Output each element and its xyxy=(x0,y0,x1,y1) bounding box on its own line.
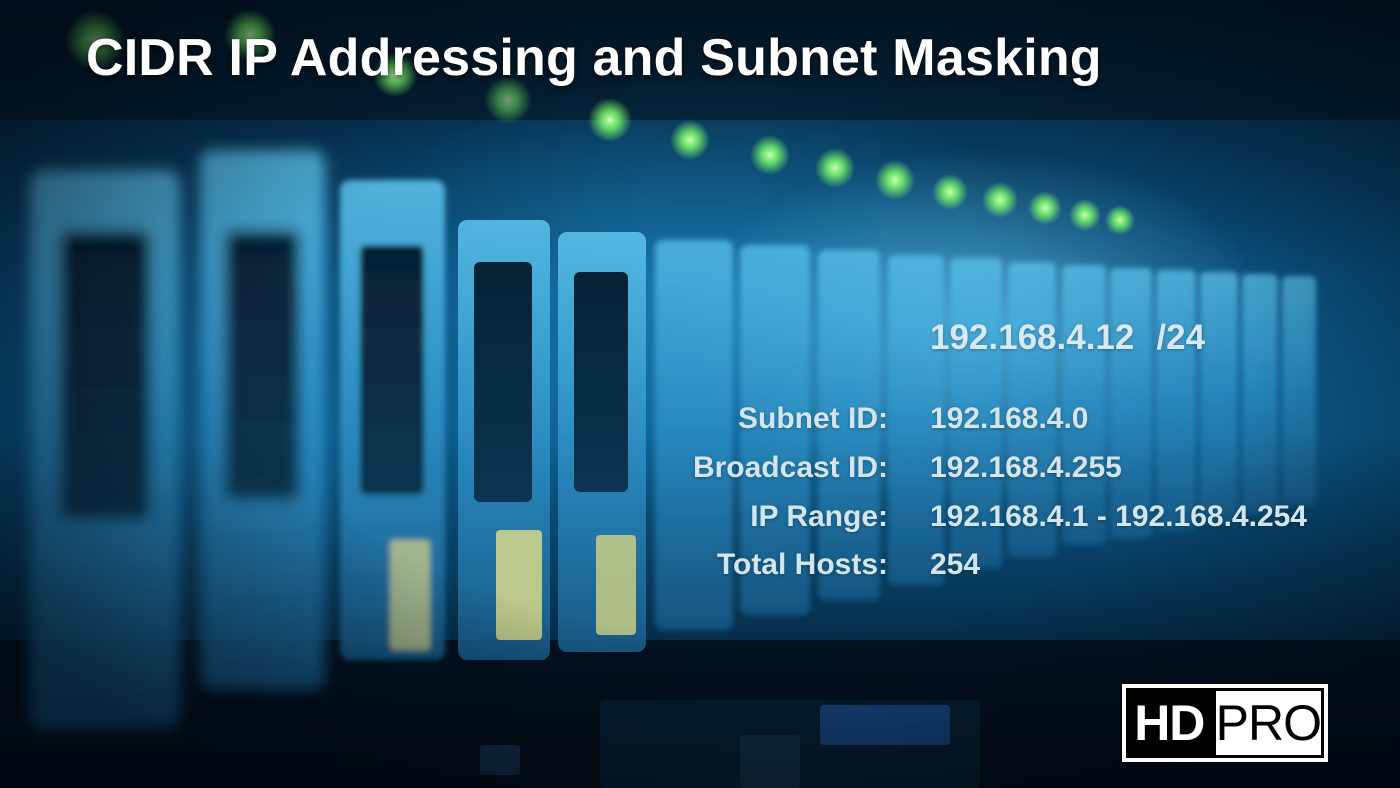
logo-pro-part: PRO xyxy=(1212,688,1324,758)
ip-range-value: 192.168.4.1 - 192.168.4.254 xyxy=(930,500,1307,533)
ip-address: 192.168.4.12 xyxy=(930,318,1135,357)
broadcast-id-row: Broadcast ID: 192.168.4.255 xyxy=(0,451,1400,491)
subnet-id-row: Subnet ID: 192.168.4.0 xyxy=(0,402,1400,442)
subnet-id-label: Subnet ID: xyxy=(738,402,888,435)
hdpro-logo: HD PRO xyxy=(1122,684,1328,762)
ip-range-row: IP Range: 192.168.4.1 - 192.168.4.254 xyxy=(0,500,1400,540)
logo-hd-part: HD xyxy=(1126,688,1213,758)
broadcast-id-value: 192.168.4.255 xyxy=(930,451,1122,484)
cidr-prefix: /24 xyxy=(1156,318,1206,357)
subnet-id-value: 192.168.4.0 xyxy=(930,402,1089,435)
ip-range-label: IP Range: xyxy=(750,500,888,533)
broadcast-id-label: Broadcast ID: xyxy=(692,451,888,484)
total-hosts-value: 254 xyxy=(930,548,981,581)
slide-title: CIDR IP Addressing and Subnet Masking xyxy=(86,29,1102,87)
total-hosts-label: Total Hosts: xyxy=(716,548,888,581)
total-hosts-row: Total Hosts: 254 xyxy=(0,548,1400,588)
cidr-notation: 192.168.4.12/24 xyxy=(930,318,1205,358)
